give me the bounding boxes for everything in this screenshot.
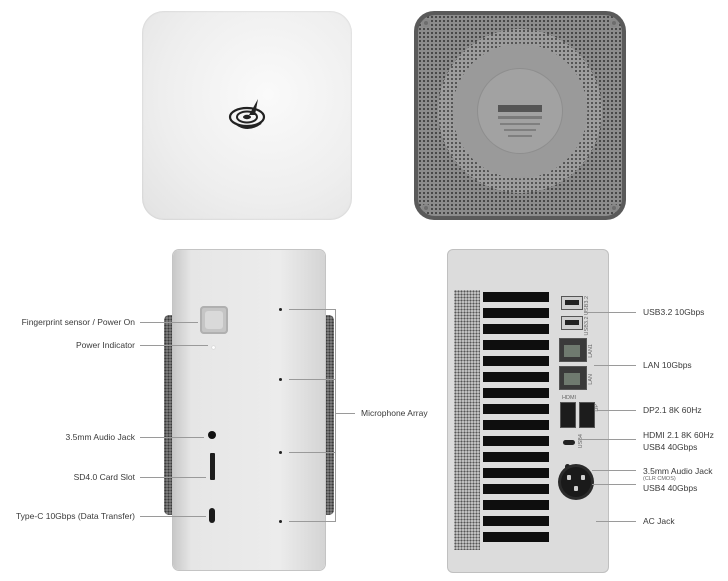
vent-slot: [483, 308, 549, 318]
regulatory-label: [498, 105, 542, 112]
label-microphone: Microphone Array: [361, 408, 428, 418]
screw-icon: [610, 204, 618, 212]
screw-icon: [422, 204, 430, 212]
usb-a-port: [561, 296, 583, 310]
microphone-dot: [279, 378, 282, 381]
label-usb4-a: USB4 40Gbps: [643, 442, 698, 452]
label-usb32: USB3.2 10Gbps: [643, 307, 705, 317]
fingerprint-sensor[interactable]: [200, 306, 228, 334]
leader-line: [592, 484, 636, 485]
leader-line: [140, 437, 204, 438]
label-power-indicator: Power Indicator: [75, 340, 135, 350]
usb-a-port: [561, 316, 583, 330]
label-usb4-b: USB4 40Gbps: [643, 483, 698, 493]
leader-line: [578, 439, 636, 440]
device-top-view: [142, 11, 352, 220]
hdmi-marking: HDMI: [562, 395, 577, 401]
lan1-marking: LAN1: [588, 344, 594, 358]
leader-line: [289, 309, 335, 310]
brand-logo-icon: [228, 99, 266, 129]
lan-port: [559, 366, 587, 390]
type-c-port: [209, 508, 215, 523]
leader-line: [592, 470, 636, 471]
label-clr-cmos: (CLR CMOS): [643, 476, 676, 482]
leader-line: [140, 345, 208, 346]
leader-line: [289, 452, 335, 453]
regulatory-text: [500, 123, 540, 125]
label-dp: DP2.1 8K 60Hz: [643, 405, 702, 415]
fingerprint-pad: [205, 311, 223, 329]
side-vent-right: [322, 315, 334, 515]
label-fingerprint: Fingerprint sensor / Power On: [21, 317, 135, 327]
leader-line: [596, 521, 636, 522]
vent-slot: [483, 500, 549, 510]
microphone-dot: [279, 520, 282, 523]
leader-line: [335, 413, 355, 414]
regulatory-text: [508, 135, 532, 137]
leader-line: [594, 365, 636, 366]
vent-slot: [483, 468, 549, 478]
vent-slot: [483, 292, 549, 302]
lan-port: [559, 338, 587, 362]
vent-slot: [483, 420, 549, 430]
screw-icon: [422, 19, 430, 27]
vent-slot: [483, 356, 549, 366]
leader-line: [289, 521, 335, 522]
ac-jack-port: [561, 467, 591, 497]
leader-line: [598, 410, 636, 411]
leader-line: [140, 322, 198, 323]
audio-jack-port: [208, 431, 216, 439]
vent-slot: [483, 388, 549, 398]
leader-line: [289, 379, 335, 380]
regulatory-text: [504, 129, 536, 131]
regulatory-marks: [498, 116, 542, 119]
vent-slot: [483, 340, 549, 350]
vent-slot: [483, 372, 549, 382]
rear-port-panel: USB3.2 USB3.2 LAN1 LAN HDMI DP USB4: [553, 290, 600, 546]
microphone-dot: [279, 308, 282, 311]
vent-slot: [483, 404, 549, 414]
device-bottom-view: [414, 11, 626, 220]
label-ac: AC Jack: [643, 516, 675, 526]
leader-line: [140, 516, 206, 517]
power-indicator-led: [212, 346, 215, 349]
vent-slot: [483, 532, 549, 542]
rear-vent-slots: [483, 292, 549, 548]
device-front-view: [173, 250, 325, 570]
vent-slot: [483, 436, 549, 446]
vent-slot: [483, 484, 549, 494]
leader-line: [584, 312, 636, 313]
usb-marking: USB3.2 USB3.2: [584, 296, 590, 336]
label-audio-rear: 3.5mm Audio Jack: [643, 466, 713, 476]
label-hdmi: HDMI 2.1 8K 60Hz: [643, 430, 714, 440]
leader-line: [140, 477, 206, 478]
vent-slot: [483, 516, 549, 526]
hdmi-port: [560, 402, 576, 428]
usb4-port: [563, 440, 575, 445]
rear-vent-mesh: [454, 290, 480, 550]
vent-slot: [483, 324, 549, 334]
sd-card-slot: [210, 453, 215, 480]
dp-port: [579, 402, 595, 428]
label-sd-card: SD4.0 Card Slot: [73, 472, 135, 482]
vent-slot: [483, 452, 549, 462]
screw-icon: [610, 19, 618, 27]
microphone-dot: [279, 451, 282, 454]
lan-marking: LAN: [588, 374, 594, 385]
label-audio-jack: 3.5mm Audio Jack: [65, 432, 135, 442]
usb4-marking: USB4: [578, 434, 584, 449]
leader-line: [335, 309, 336, 522]
label-type-c: Type-C 10Gbps (Data Transfer): [15, 511, 135, 521]
label-lan: LAN 10Gbps: [643, 360, 692, 370]
